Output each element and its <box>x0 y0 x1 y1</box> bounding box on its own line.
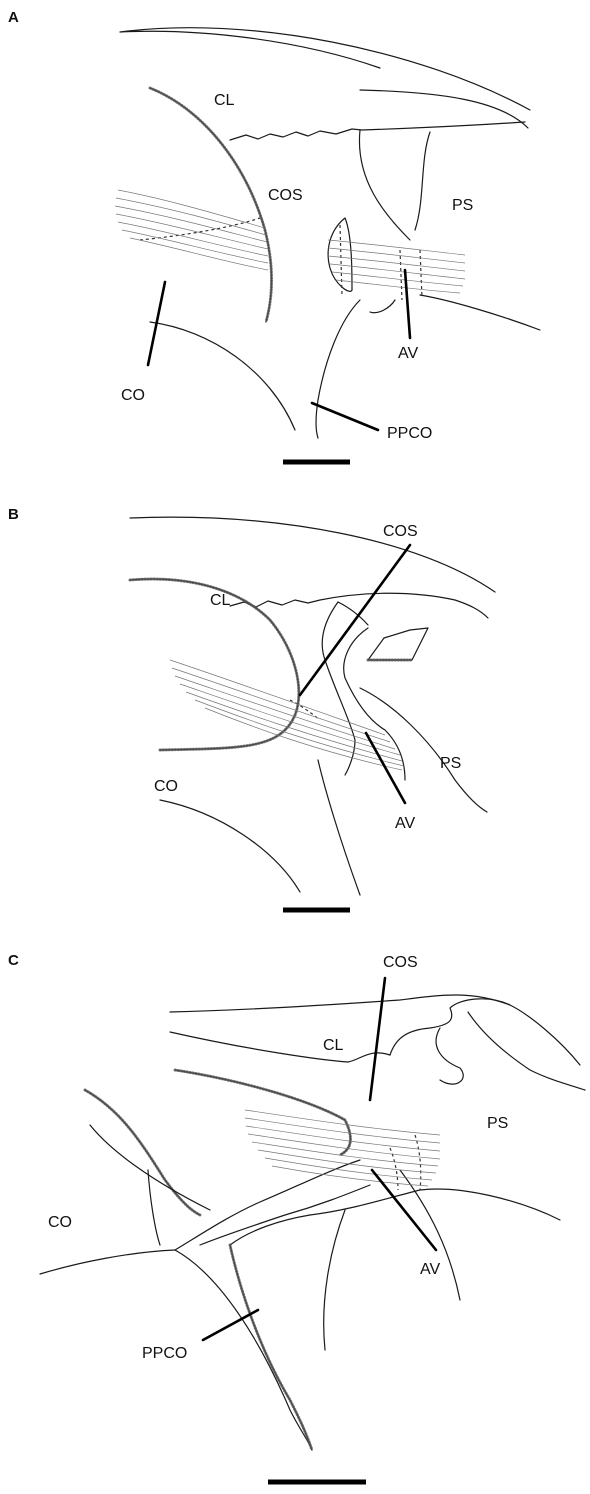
panel-a: A <box>8 9 540 462</box>
label-co: CO <box>48 1214 72 1231</box>
label-av: AV <box>398 345 418 362</box>
label-cos: COS <box>383 523 418 540</box>
panel-c: C <box>8 952 585 1482</box>
panel-b-muscle-fibers <box>170 660 404 770</box>
panel-c-outlines <box>40 995 585 1450</box>
label-ps: PS <box>487 1115 508 1132</box>
panel-c-letter: C <box>8 952 19 969</box>
panel-b-outlines <box>130 517 495 895</box>
label-cl: CL <box>210 592 231 609</box>
label-ppco: PPCO <box>142 1345 187 1362</box>
label-ps: PS <box>452 197 473 214</box>
label-ps: PS <box>440 755 461 772</box>
label-av: AV <box>420 1261 440 1278</box>
label-co: CO <box>121 387 145 404</box>
panel-a-outlines <box>115 28 540 438</box>
panel-a-muscle-fibers <box>115 190 465 293</box>
label-cos: COS <box>383 954 418 971</box>
label-cos: COS <box>268 187 303 204</box>
label-co: CO <box>154 778 178 795</box>
panel-c-muscle-fibers <box>245 1110 440 1186</box>
panel-b-letter: B <box>8 506 19 523</box>
label-cl: CL <box>214 92 235 109</box>
label-ppco: PPCO <box>387 425 432 442</box>
label-cl: CL <box>323 1037 344 1054</box>
label-av: AV <box>395 815 415 832</box>
panel-b: B COS <box>8 506 495 910</box>
panel-a-letter: A <box>8 9 19 26</box>
